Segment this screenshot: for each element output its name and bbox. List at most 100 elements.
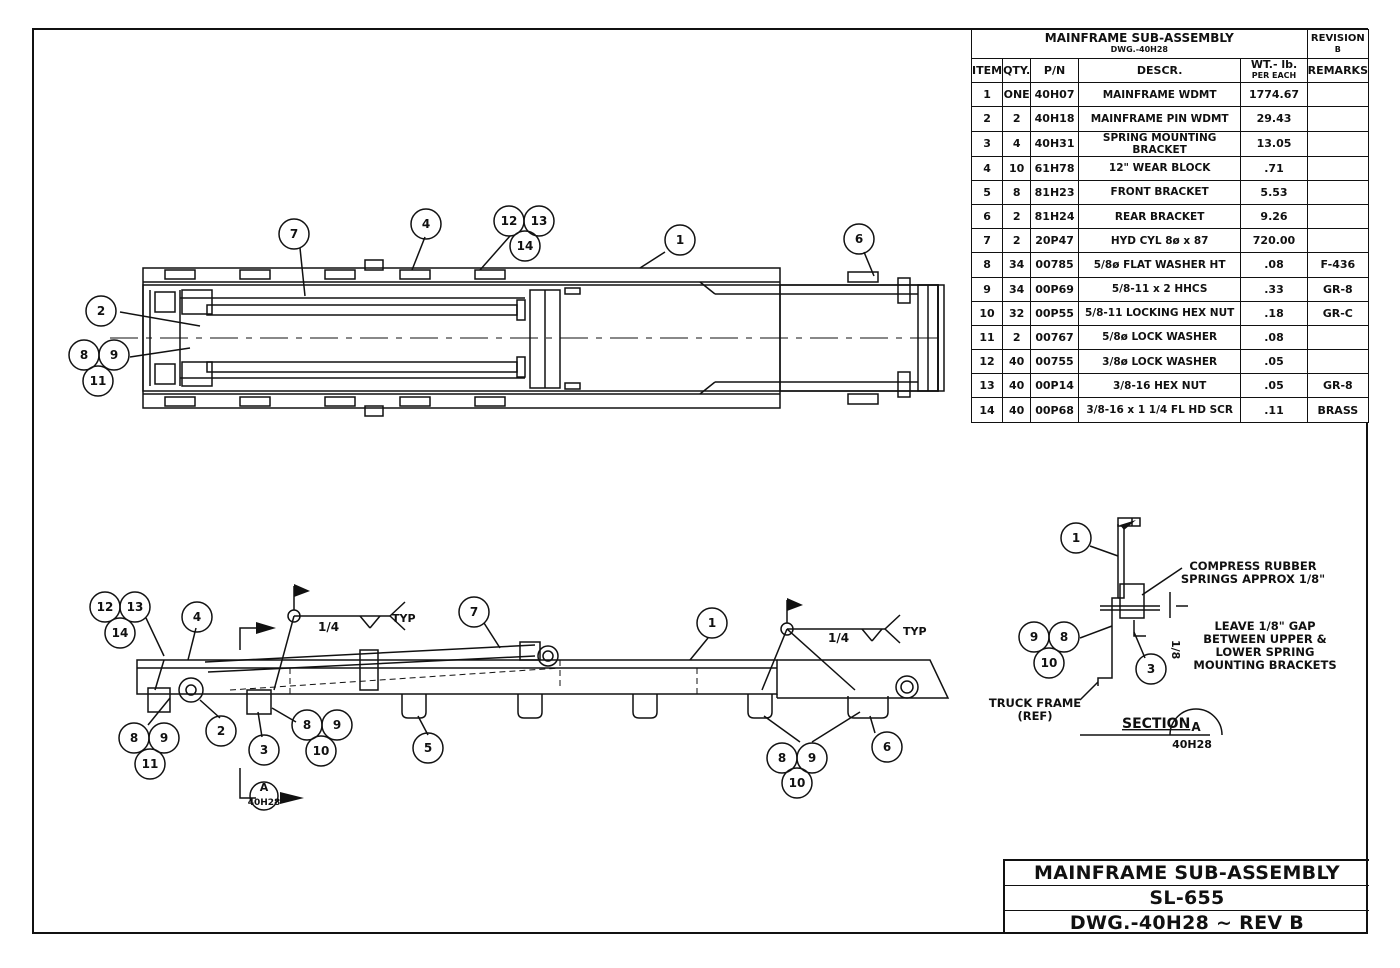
bom-weight: 29.43 xyxy=(1240,106,1308,132)
bom-remarks xyxy=(1306,155,1370,181)
bom-qty: 34 xyxy=(1002,276,1032,302)
bom-part-number: 40H07 xyxy=(1030,82,1079,108)
bom-weight: .08 xyxy=(1240,324,1308,351)
bom-weight: .08 xyxy=(1240,252,1308,278)
bom-revision-label: REVISION xyxy=(1310,33,1365,44)
balloon-6: 6 xyxy=(883,740,891,754)
title-block: MAINFRAME SUB-ASSEMBLY SL-655 DWG.-40H28… xyxy=(1003,859,1369,934)
truck-frame-line1: TRUCK FRAME xyxy=(989,696,1081,710)
bom-description: REAR BRACKET xyxy=(1077,203,1242,230)
balloon-1: 1 xyxy=(1072,531,1080,545)
bom-item: 3 xyxy=(970,130,1004,157)
bom-qty: 32 xyxy=(1002,300,1032,326)
weld-typ-right: TYP xyxy=(903,625,927,638)
balloon-7: 7 xyxy=(470,605,478,619)
balloon-10: 10 xyxy=(313,744,330,758)
bom-description: MAINFRAME PIN WDMT xyxy=(1077,106,1242,132)
bom-remarks xyxy=(1306,349,1370,375)
section-callout-letter: A xyxy=(260,781,269,794)
balloon-10: 10 xyxy=(1041,656,1058,670)
note-gap-line3: LOWER SPRING xyxy=(1215,645,1314,659)
bom-item: 14 xyxy=(970,397,1004,423)
bom-weight: .11 xyxy=(1240,397,1308,423)
mainframe-side-outline xyxy=(136,659,778,695)
bom-item: 4 xyxy=(970,155,1004,181)
balloon-9: 9 xyxy=(160,731,168,745)
balloon-3: 3 xyxy=(1147,662,1155,676)
balloon-8: 8 xyxy=(778,751,786,765)
bom-weight: 13.05 xyxy=(1240,130,1308,157)
balloon-2: 2 xyxy=(97,304,105,318)
bom-weight: .18 xyxy=(1240,300,1308,326)
bom-part-number: 81H23 xyxy=(1030,179,1079,205)
section-ref: 40H28 xyxy=(1172,738,1212,751)
col-item: ITEM xyxy=(970,57,1004,84)
bom-weight: .33 xyxy=(1240,276,1308,302)
bom-qty: ONE xyxy=(1002,82,1032,108)
col-descr: DESCR. xyxy=(1077,57,1242,84)
bom-item: 10 xyxy=(970,300,1004,326)
bom-title-cell: MAINFRAME SUB-ASSEMBLY DWG.-40H28 xyxy=(971,29,1308,59)
bom-remarks xyxy=(1306,179,1370,205)
weld-size-left: 1/4 xyxy=(318,620,339,634)
bom-part-number: 81H24 xyxy=(1030,203,1079,230)
balloon-4: 4 xyxy=(193,610,201,624)
bom-qty: 34 xyxy=(1002,252,1032,278)
balloon-4: 4 xyxy=(422,217,430,231)
bom-title: MAINFRAME SUB-ASSEMBLY xyxy=(1044,31,1234,45)
bom-item: 12 xyxy=(970,349,1004,375)
bom-revision-value: B xyxy=(1334,45,1341,54)
bom-part-number: 00P55 xyxy=(1030,300,1079,326)
bom-qty: 40 xyxy=(1002,397,1032,423)
bom-description: 3/8ø LOCK WASHER xyxy=(1077,349,1242,375)
bom-qty: 8 xyxy=(1002,179,1032,205)
note-gap-line4: MOUNTING BRACKETS xyxy=(1193,658,1336,672)
balloon-8: 8 xyxy=(1060,630,1068,644)
bom-remarks xyxy=(1306,82,1370,108)
bom-description: 5/8-11 x 2 HHCS xyxy=(1077,276,1242,302)
bom-part-number: 40H31 xyxy=(1030,130,1079,157)
bom-qty: 2 xyxy=(1002,228,1032,254)
bom-remarks: GR-C xyxy=(1306,300,1370,326)
bom-description: FRONT BRACKET xyxy=(1077,179,1242,205)
bom-part-number: 00755 xyxy=(1030,349,1079,375)
balloon-9: 9 xyxy=(1030,630,1038,644)
bom-weight: .05 xyxy=(1240,349,1308,375)
bom-weight: 5.53 xyxy=(1240,179,1308,205)
balloon-1: 1 xyxy=(676,233,684,247)
bom-item: 13 xyxy=(970,373,1004,399)
col-wt: WT.- lb. PER EACH xyxy=(1240,57,1308,84)
bom-item: 5 xyxy=(970,179,1004,205)
bom-weight: .71 xyxy=(1240,155,1308,181)
balloon-11: 11 xyxy=(90,374,107,388)
bom-item: 7 xyxy=(970,228,1004,254)
bom-description: SPRING MOUNTING BRACKET xyxy=(1077,130,1242,157)
balloon-7: 7 xyxy=(290,227,298,241)
bom-subtitle: DWG.-40H28 xyxy=(1110,45,1168,54)
col-wt-sub: PER EACH xyxy=(1251,71,1297,81)
balloon-14: 14 xyxy=(112,626,129,640)
bom-part-number: 00P69 xyxy=(1030,276,1079,302)
bom-remarks: BRASS xyxy=(1306,397,1370,423)
plan-view xyxy=(110,235,945,417)
truck-frame-line2: (REF) xyxy=(1017,709,1052,723)
balloon-13: 13 xyxy=(127,600,144,614)
bom-part-number: 00P68 xyxy=(1030,397,1079,423)
bom-weight: .05 xyxy=(1240,373,1308,399)
col-wt-label: WT.- lb. xyxy=(1250,58,1298,72)
section-letter: A xyxy=(1191,720,1201,734)
bom-part-number: 40H18 xyxy=(1030,106,1079,132)
section-a-detail xyxy=(1079,517,1223,736)
balloon-12: 12 xyxy=(501,214,518,228)
bom-qty: 40 xyxy=(1002,373,1032,399)
balloon-12: 12 xyxy=(97,600,114,614)
title-block-name: MAINFRAME SUB-ASSEMBLY xyxy=(1005,861,1369,886)
